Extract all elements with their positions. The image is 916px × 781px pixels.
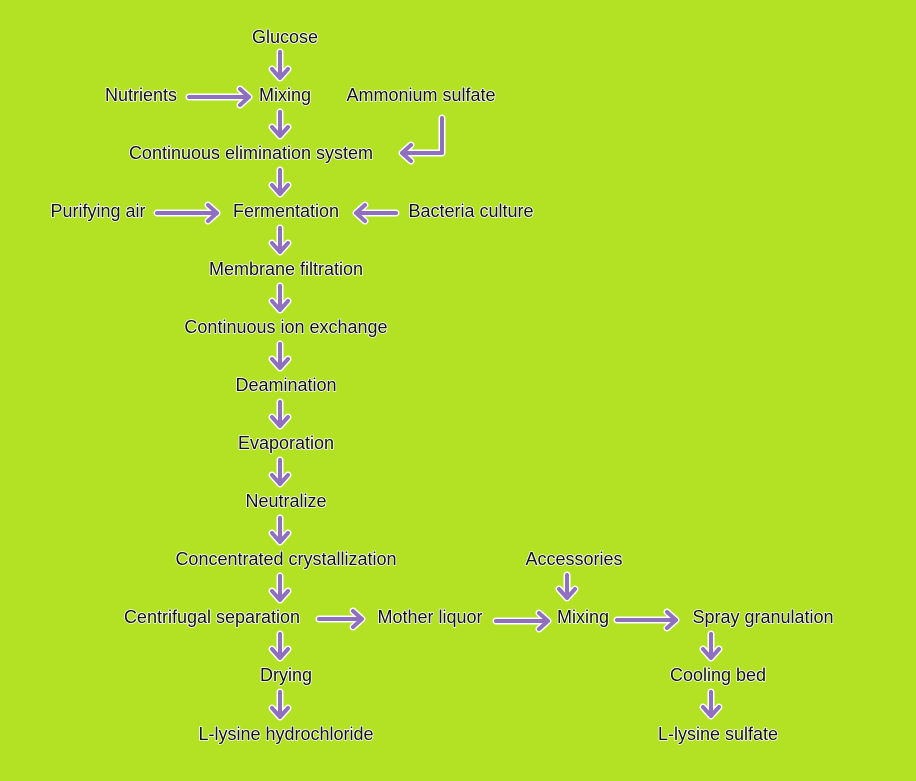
arrow-drying-to-hydrochloride: [268, 688, 292, 721]
node-drying: Drying: [260, 665, 312, 685]
arrow-mixing-to-spray: [613, 608, 680, 632]
arrow-deamination-to-evaporation-line: [270, 400, 290, 428]
arrow-mother-liquor-to-mixing-line: [494, 611, 550, 631]
arrow-accessories-to-mixing-line: [557, 573, 577, 600]
arrow-centrifugal-to-mother-liquor-line: [317, 609, 364, 629]
arrow-elimination-to-fermentation-line: [270, 168, 290, 196]
node-concentrated-crystallization: Concentrated crystallization: [175, 549, 396, 569]
arrow-glucose-to-mixing-line: [270, 50, 290, 80]
arrow-centrifugal-to-drying: [268, 630, 292, 662]
node-accessories: Accessories: [525, 549, 622, 569]
arrow-fermentation-to-membrane-line: [270, 226, 290, 254]
node-membrane-filtration: Membrane filtration: [209, 259, 363, 279]
node-continuous-ion-exchange: Continuous ion exchange: [184, 317, 387, 337]
arrow-accessories-to-mixing: [555, 571, 579, 602]
arrow-neutralize-to-crystallization-line: [270, 516, 290, 544]
node-mixing-2: Mixing: [557, 607, 609, 627]
arrow-air-to-fermentation: [153, 201, 221, 225]
node-cooling-bed: Cooling bed: [670, 665, 766, 685]
node-fermentation: Fermentation: [233, 201, 339, 221]
flow-arrows: [153, 48, 723, 721]
node-nutrients: Nutrients: [105, 85, 177, 105]
arrow-crystallization-to-centrifugal: [268, 572, 292, 604]
arrow-neutralize-to-crystallization: [268, 514, 292, 546]
arrow-ion-exchange-to-deamination: [268, 340, 292, 372]
arrow-nutrients-to-mixing-line: [187, 87, 251, 107]
arrow-cooling-to-sulfate-line: [701, 690, 721, 718]
arrow-fermentation-to-membrane: [268, 224, 292, 256]
arrow-elimination-to-fermentation: [268, 166, 292, 198]
arrow-evaporation-to-neutralize: [268, 456, 292, 488]
node-spray-granulation: Spray granulation: [692, 607, 833, 627]
arrow-ammonium-to-elimination-line: [400, 116, 444, 163]
node-neutralize: Neutralize: [245, 491, 326, 511]
arrow-ion-exchange-to-deamination-line: [270, 342, 290, 370]
node-mixing-1: Mixing: [259, 85, 311, 105]
arrow-centrifugal-to-mother-liquor: [315, 607, 366, 631]
arrow-mixing-to-elimination-line: [270, 110, 290, 138]
node-glucose: Glucose: [252, 27, 318, 47]
arrow-bacteria-to-fermentation: [352, 201, 400, 225]
arrow-spray-to-cooling: [699, 630, 723, 662]
node-centrifugal-separation: Centrifugal separation: [124, 607, 300, 627]
arrow-nutrients-to-mixing: [185, 85, 253, 109]
node-purifying-air: Purifying air: [50, 201, 145, 221]
node-continuous-elimination-system: Continuous elimination system: [129, 143, 373, 163]
arrow-centrifugal-to-drying-line: [270, 632, 290, 660]
arrow-glucose-to-mixing: [268, 48, 292, 82]
arrow-deamination-to-evaporation: [268, 398, 292, 430]
arrow-cooling-to-sulfate: [699, 688, 723, 720]
arrow-crystallization-to-centrifugal-line: [270, 574, 290, 602]
arrow-air-to-fermentation-line: [155, 203, 219, 223]
arrow-ammonium-to-elimination: [398, 114, 446, 165]
node-labels: Glucose Nutrients Mixing Ammonium sulfat…: [50, 26, 835, 745]
node-deamination: Deamination: [235, 375, 336, 395]
arrow-mixing-to-spray-line: [615, 610, 678, 630]
arrow-drying-to-hydrochloride-line: [270, 690, 290, 719]
arrow-mixing-to-elimination: [268, 108, 292, 140]
arrow-evaporation-to-neutralize-line: [270, 458, 290, 486]
node-l-lysine-sulfate: L-lysine sulfate: [658, 724, 778, 744]
node-bacteria-culture: Bacteria culture: [408, 201, 533, 221]
arrow-spray-to-cooling-line: [701, 632, 721, 660]
node-evaporation: Evaporation: [238, 433, 334, 453]
arrow-bacteria-to-fermentation-line: [354, 203, 398, 223]
node-l-lysine-hydrochloride: L-lysine hydrochloride: [198, 724, 373, 744]
arrow-mother-liquor-to-mixing: [492, 609, 552, 633]
arrow-membrane-to-ion-exchange-line: [270, 284, 290, 312]
node-ammonium-sulfate: Ammonium sulfate: [346, 85, 495, 105]
node-mother-liquor: Mother liquor: [377, 607, 482, 627]
arrow-membrane-to-ion-exchange: [268, 282, 292, 314]
